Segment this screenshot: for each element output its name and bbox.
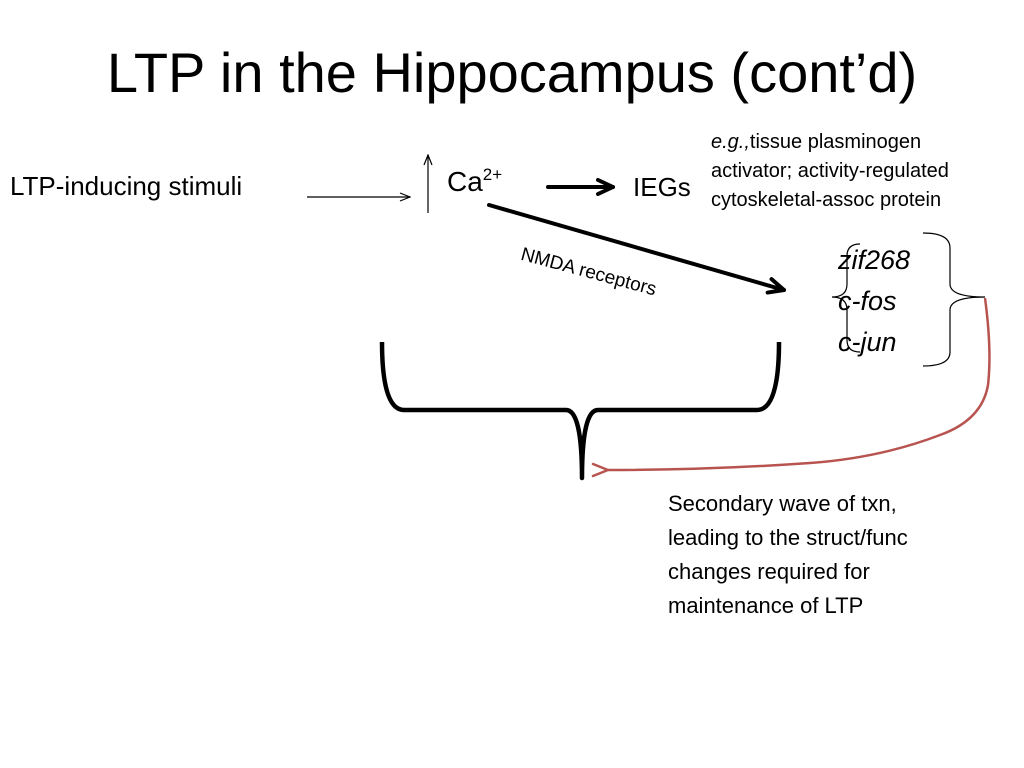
secondary-wave-line-1: Secondary wave of txn, [668,491,897,516]
gene-c-jun: c-jun [838,327,897,357]
example-prefix: e.g., [711,131,750,153]
genes-left-bracket [831,243,861,353]
slide-title: LTP in the Hippocampus (cont’d) [106,41,918,104]
example-line-1: e.g.,tissue plasminogen [711,128,949,157]
example-line-2: activator; activity-regulated [711,160,949,182]
iegs-label: IEGs [633,172,691,202]
gene-zif268: zif268 [838,245,911,275]
calcium-charge: 2+ [482,165,503,184]
genes-right-brace [922,232,986,367]
secondary-wave-line-2: leading to the struct/func [668,525,908,550]
example-line-1-text: tissue plasminogen [749,131,922,153]
large-brace [379,341,782,481]
gene-c-fos: c-fos [838,286,897,316]
ieg-example-text: e.g.,tissue plasminogen activator; activ… [711,128,949,215]
ca-to-genes-arrow [487,203,786,295]
calcium-label: Ca2+ [447,165,502,198]
gene-list: zif268 c-fos c-jun [838,240,910,363]
secondary-wave-line-4: maintenance of LTP [668,593,864,618]
secondary-wave-text: Secondary wave of txn, leading to the st… [668,487,908,623]
ltp-stimuli-label: LTP-inducing stimuli [10,171,243,201]
secondary-wave-line-3: changes required for [668,559,870,584]
secondary-wave-curve-arrow [591,297,991,478]
example-line-3: cytoskeletal-assoc protein [711,189,942,211]
calcium-symbol: Ca [447,166,483,197]
